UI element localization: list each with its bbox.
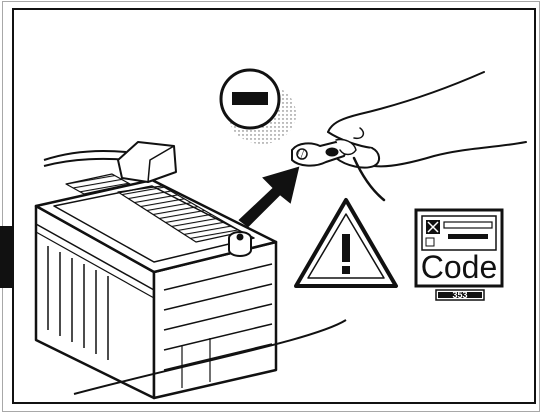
battery-illustration-panel: Code 353 (12, 8, 536, 404)
battery-drawing (36, 142, 346, 398)
minus-symbol-icon (221, 70, 296, 144)
battery-illustration: Code 353 (14, 10, 536, 404)
hand-with-terminal-clamp (292, 72, 526, 200)
direction-arrow-icon (240, 168, 298, 226)
radio-code-label: Code (421, 249, 498, 285)
radio-code-icon: Code 353 (416, 210, 502, 300)
warning-triangle-icon (296, 200, 396, 286)
radio-code-number: 353 (452, 290, 467, 300)
